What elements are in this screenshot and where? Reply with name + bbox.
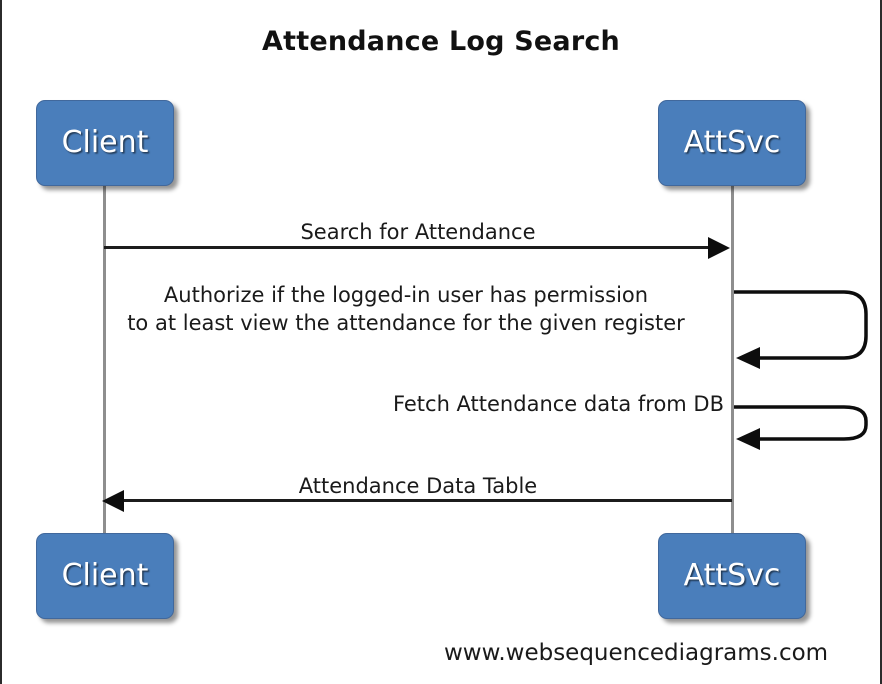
lifeline-attsvc <box>731 186 734 534</box>
message-label-authorize-line1: Authorize if the logged-in user has perm… <box>163 283 649 307</box>
message-line-search-for-attendance <box>104 246 712 249</box>
participant-box-client-top[interactable]: Client <box>36 100 174 186</box>
participant-label-attsvc: AttSvc <box>683 125 781 160</box>
page-title: Attendance Log Search <box>262 26 620 57</box>
participant-box-client-bottom[interactable]: Client <box>36 533 174 619</box>
message-line-attendance-data-table <box>124 499 732 502</box>
frame-border-left <box>0 0 2 684</box>
message-label-authorize-line2: to at least view the attendance for the … <box>127 310 685 335</box>
participant-box-attsvc-top[interactable]: AttSvc <box>658 100 806 186</box>
message-label-authorize: Authorize if the logged-in user has perm… <box>86 282 726 337</box>
message-label-attendance-data-table: Attendance Data Table <box>298 474 538 498</box>
arrowhead-right-icon-m1 <box>708 237 730 259</box>
message-label-fetch-attendance: Fetch Attendance data from DB <box>392 392 724 416</box>
participant-label-client-bottom: Client <box>61 558 149 593</box>
participant-box-attsvc-bottom[interactable]: AttSvc <box>658 533 806 619</box>
lifeline-client <box>103 186 106 534</box>
message-label-search-for-attendance: Search for Attendance <box>300 220 536 244</box>
arrowhead-left-icon-m4 <box>102 490 124 512</box>
frame-border-right <box>880 0 882 684</box>
participant-label-client: Client <box>61 125 149 160</box>
self-message-loop-authorize <box>726 283 874 375</box>
self-message-loop-fetch <box>726 398 874 454</box>
footer-watermark: www.websequencediagrams.com <box>444 640 829 666</box>
participant-label-attsvc-bottom: AttSvc <box>683 558 781 593</box>
